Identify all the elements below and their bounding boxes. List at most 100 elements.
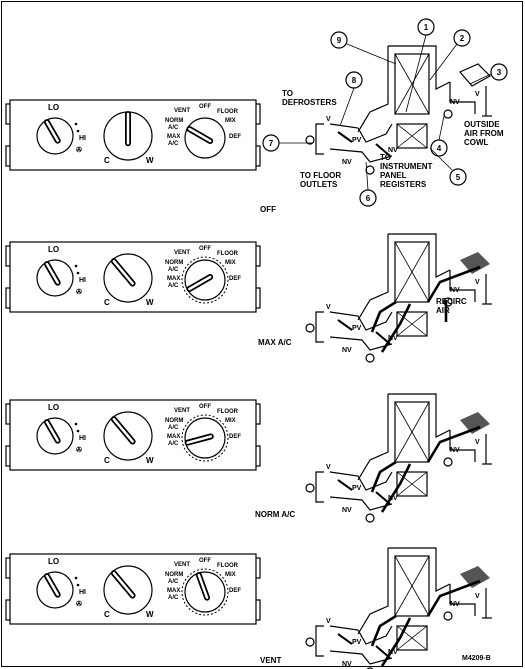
mode-knob-pointer-hl [188,127,212,143]
vacuum-motor [443,611,453,621]
air-inlet-duct [449,584,476,616]
housing-outline [357,394,389,481]
mode-knob [184,117,226,159]
fan-speed-dot [76,271,80,275]
fan-icon: ✇ [76,600,82,608]
to-instrument-panel-label-line: TO [380,153,391,162]
fan-speed-dot [76,583,80,587]
vacuum-v-label: V [326,116,331,123]
fan-lo-label: LO [48,557,59,566]
mode-knob [181,414,229,462]
vacuum-v-label: V [475,279,480,286]
vacuum-nv-label: NV [450,287,460,294]
fan-lo-label: LO [48,245,59,254]
mode-norm-ac-label: A/C [168,425,179,431]
vacuum-nv-label: NV [388,335,398,342]
temperature-knob-pointer-hl [112,259,134,285]
fan-icon: ✇ [76,146,82,154]
callout-9: 9 [330,31,348,49]
mode-norm-ac-label: NORM [165,418,183,424]
mode-vent-label: VENT [174,562,190,568]
vacuum-v-label: V [475,439,480,446]
mode-max-ac-label: MAX [167,134,180,140]
temperature-knob-pointer-hl [112,417,134,443]
plenum-lower [329,650,393,665]
panel-vent-door [337,319,353,331]
callout-number: 8 [352,76,357,85]
housing-outline [388,547,451,592]
callout-number: 7 [269,139,274,148]
mode-mix-label: MIX [225,260,236,266]
vacuum-motor [443,109,453,119]
temperature-knob-pointer-hl [112,571,134,597]
temp-warm-label: W [146,610,154,619]
callout-7: 7 [262,134,280,152]
panel-vent-door [337,131,353,143]
mode-caption-1: OFF [260,205,276,214]
plenum-upper [329,471,393,491]
to-instrument-panel-label-line: PANEL [380,171,407,180]
mode-norm-ac-label: A/C [168,125,179,131]
to-defrosters-label-line: DEFROSTERS [282,98,337,107]
temp-warm-label: W [146,156,154,165]
vacuum-nv-label: NV [388,495,398,502]
vacuum-motor [365,353,375,363]
fan-knob-pointer-hl [45,420,59,442]
mode-norm-ac-label: A/C [168,579,179,585]
recirc-air-label-line: RECIRC [436,297,467,306]
housing-outline [388,393,451,438]
fan-speed-dot [74,264,78,268]
callout-circle [330,31,348,49]
airflow-arrow [370,300,397,333]
vacuum-nv-label: NV [388,649,398,656]
vacuum-motor [305,637,315,647]
mode-knob-travel [181,414,229,462]
mode-def-label: DEF [229,588,241,594]
temp-cold-label: C [104,298,110,307]
fan-hi-label: HI [79,589,86,596]
vacuum-pv-label: PV [352,137,362,144]
outside-air-label-line: OUTSIDE [464,120,500,129]
to-instrument-panel-label-line: INSTRUMENT [380,162,433,171]
vacuum-motor [443,457,453,467]
callout-leader [405,34,427,113]
mode-max-ac-label: MAX [167,276,180,282]
norm-vent-door [375,143,391,157]
mode-off-label: OFF [199,558,211,564]
core-cross [394,241,430,303]
recirc-door [460,566,490,588]
temp-warm-label: W [146,298,154,307]
vacuum-motor [305,323,315,333]
fan-speed-dot [76,129,80,133]
housing-outline [357,234,389,321]
callout-number: 9 [337,36,342,45]
fan-speed-dot [74,576,78,580]
callout-number: 4 [437,144,442,153]
callout-4: 4 [430,139,448,157]
fan-speed-dot [76,429,80,433]
mode-knob-pointer-hl [186,435,213,444]
vacuum-v-label: V [326,464,331,471]
callout-circle [490,63,508,81]
mode-knob-pointer-hl [197,573,209,599]
mode-max-ac-label: MAX [167,588,180,594]
callout-6: 6 [359,189,377,207]
vacuum-nv-label: NV [342,507,352,514]
fan-hi-label: HI [79,435,86,442]
plenum-upper [329,123,393,143]
fan-knob-pointer-hl [45,120,59,142]
core-cross [394,401,430,463]
plenum-lower [329,336,393,351]
recirc-door [460,252,490,274]
defroster-duct [315,123,324,155]
mode-mix-label: MIX [225,418,236,424]
to-instrument-panel-label-line: REGISTERS [380,180,427,189]
